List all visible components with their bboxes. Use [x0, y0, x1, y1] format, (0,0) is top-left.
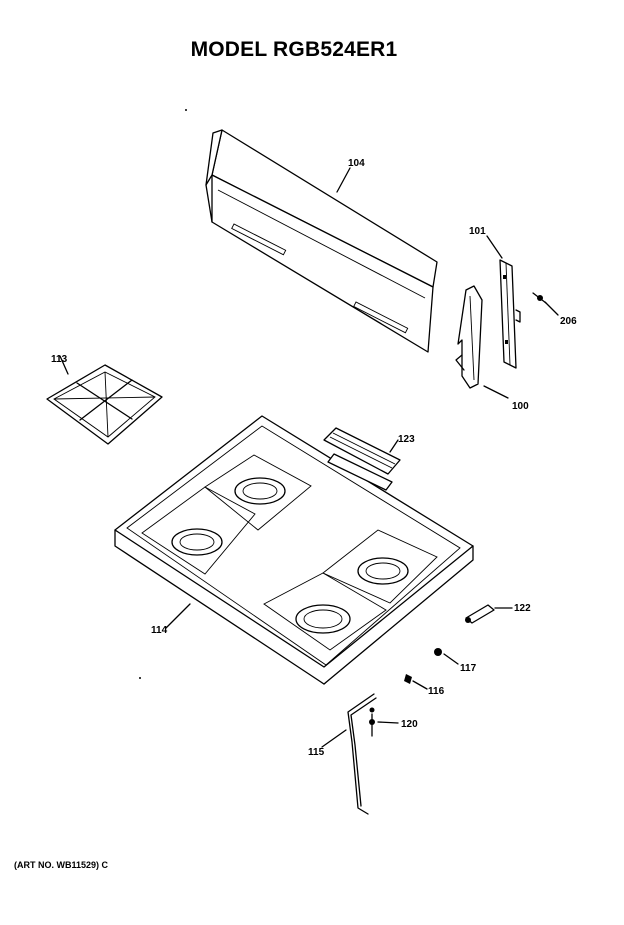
nut-117	[434, 648, 459, 665]
bracket-100	[455, 285, 509, 399]
label-120: 120	[401, 719, 418, 730]
label-206: 206	[560, 316, 577, 327]
label-117: 117	[460, 663, 477, 674]
label-115: 115	[308, 747, 325, 758]
screw-206	[532, 292, 559, 316]
art-number: (ART NO. WB11529) C	[14, 860, 109, 870]
label-114: 114	[151, 625, 168, 636]
label-123: 123	[398, 434, 415, 445]
clip-116	[404, 674, 428, 690]
igniter-122	[465, 604, 513, 624]
burner-grate-113	[46, 355, 163, 445]
side-trim-101	[486, 235, 521, 369]
label-122: 122	[514, 603, 531, 614]
cooktop-114	[114, 415, 474, 685]
label-104: 104	[348, 158, 365, 169]
backsplash-panel-104	[205, 129, 438, 353]
label-113: 113	[51, 354, 68, 365]
label-101: 101	[469, 226, 486, 237]
model-title: MODEL RGB524ER1	[190, 38, 398, 61]
vent-grille-123	[323, 427, 401, 475]
label-100: 100	[512, 401, 529, 412]
label-116: 116	[428, 686, 445, 697]
support-rod-115	[321, 693, 399, 815]
